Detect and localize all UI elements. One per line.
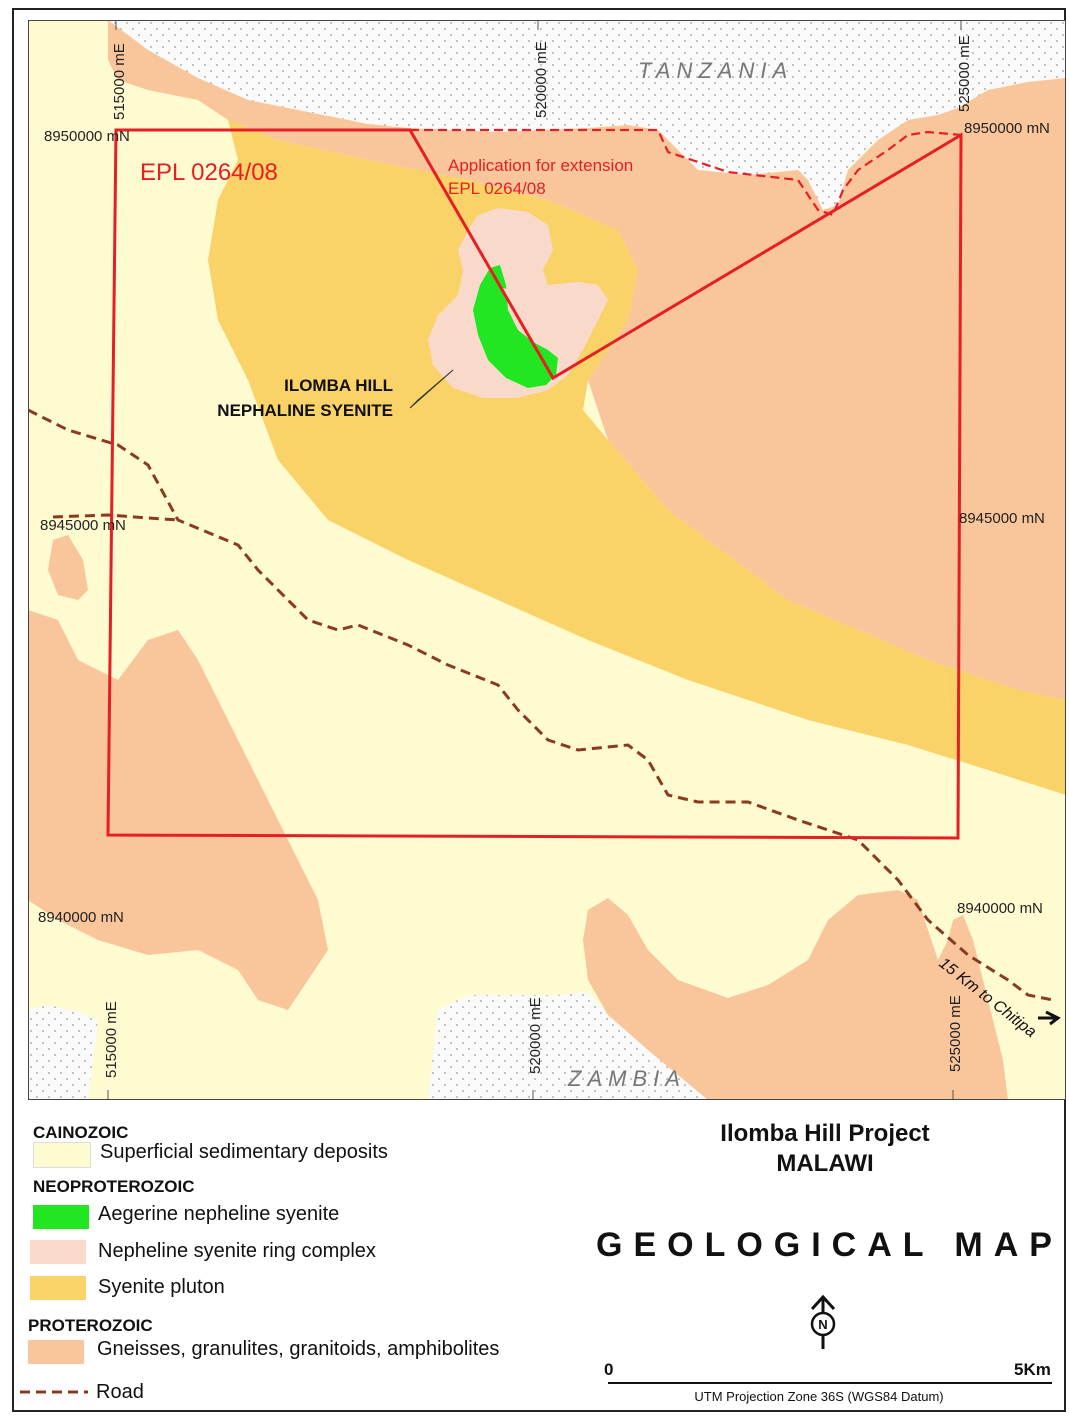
- swatch-superficial: [33, 1142, 91, 1168]
- legend-road-symbol: [20, 1390, 88, 1394]
- grid-top-3: 525000 mE: [956, 35, 973, 112]
- feature-pointer: [409, 369, 454, 409]
- scale-bar: [608, 1382, 1052, 1384]
- legend-superficial: Superficial sedimentary deposits: [100, 1141, 388, 1163]
- geological-map: TANZANIA ZAMBIA EPL 0264/08 Application …: [28, 20, 1066, 1100]
- grid-right-2: 8945000 mN: [959, 510, 1045, 527]
- projection-note: UTM Projection Zone 36S (WGS84 Datum): [694, 1389, 944, 1404]
- feature-label-line2: NEPHALINE SYENITE: [217, 401, 393, 420]
- grid-top-2: 520000 mE: [533, 41, 550, 118]
- grid-ticks: [107, 20, 962, 1100]
- road-arrow-icon: [1038, 1010, 1061, 1026]
- project-title: Ilomba Hill Project: [720, 1120, 930, 1147]
- zambia-area: [28, 1005, 98, 1100]
- zambia-area-2: [428, 992, 708, 1100]
- north-arrow-icon: N: [810, 1294, 836, 1349]
- extension-label-line1: Application for extension: [448, 156, 633, 175]
- grid-left-1: 8950000 mN: [44, 128, 130, 145]
- feature-label-line1: ILOMBA HILL: [284, 376, 393, 395]
- grid-left-2: 8945000 mN: [40, 517, 126, 534]
- swatch-gneisses: [28, 1340, 84, 1364]
- map-title: GEOLOGICAL MAP: [596, 1226, 1063, 1264]
- legend-syenite-pluton: Syenite pluton: [98, 1276, 225, 1298]
- swatch-syenite-pluton: [30, 1276, 86, 1300]
- extension-boundary: [410, 128, 962, 217]
- project-country: MALAWI: [776, 1150, 874, 1177]
- syenite-pluton: [208, 120, 1066, 795]
- aegerine-nepheline-syenite: [473, 265, 558, 388]
- grid-bottom-3: 525000 mE: [947, 995, 964, 1072]
- grid-right-3: 8940000 mN: [957, 900, 1043, 917]
- swatch-aegerine: [33, 1205, 89, 1229]
- legend-road: Road: [96, 1381, 144, 1403]
- gneisses-west-strip: [48, 535, 88, 600]
- legend-cainozoic: CAINOZOIC: [33, 1123, 129, 1142]
- legend-proterozoic: PROTEROZOIC: [28, 1316, 153, 1335]
- extension-label-line2: EPL 0264/08: [448, 179, 546, 198]
- tanzania-area: [108, 20, 1066, 210]
- grid-top-1: 515000 mE: [111, 43, 128, 120]
- grid-left-3: 8940000 mN: [38, 909, 124, 926]
- grid-right-1: 8950000 mN: [964, 120, 1050, 137]
- legend-aegerine: Aegerine nepheline syenite: [98, 1203, 340, 1225]
- country-south-label: ZAMBIA: [567, 1066, 686, 1091]
- ring-gap: [503, 288, 548, 342]
- legend-gneisses: Gneisses, granulites, granitoids, amphib…: [97, 1338, 500, 1360]
- scale-start: 0: [604, 1360, 614, 1379]
- grid-bottom-2: 520000 mE: [527, 997, 544, 1074]
- grid-bottom-1: 515000 mE: [103, 1001, 120, 1078]
- legend-neoproterozoic: NEOPROTEROZOIC: [33, 1177, 195, 1196]
- gneisses-southwest: [28, 610, 328, 1010]
- scale-end: 5Km: [1014, 1360, 1051, 1379]
- map-border: [28, 20, 1066, 1100]
- road: [28, 408, 1054, 1002]
- country-north-label: TANZANIA: [638, 58, 793, 83]
- epl-label: EPL 0264/08: [140, 159, 278, 186]
- gneisses-north: [108, 20, 1066, 700]
- legend-ring-complex: Nepheline syenite ring complex: [98, 1240, 376, 1262]
- swatch-ring-complex: [30, 1240, 86, 1264]
- gneisses-southeast: [583, 890, 1008, 1100]
- north-symbol-label: N: [818, 1317, 827, 1332]
